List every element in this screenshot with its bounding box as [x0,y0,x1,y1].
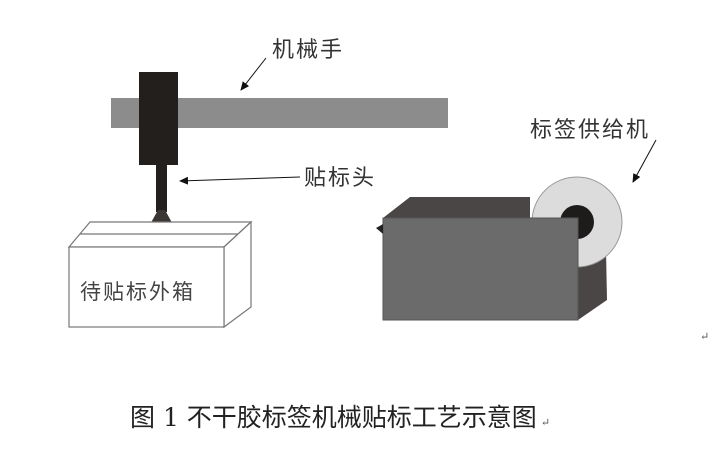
label-feeder-machine [376,176,623,321]
arrow-robot-arm [240,57,267,91]
label-head [134,72,187,238]
label-box: 待贴标外箱 [80,280,195,304]
label-robot-arm: 机械手 [272,38,345,63]
arrow-label-head [179,176,301,185]
return-mark: ↵ [540,416,551,429]
label-label-head: 贴标头 [304,166,377,191]
return-mark: ↵ [700,330,710,343]
figure-caption: 图 1 不干胶标签机械贴标工艺示意图↵ [130,403,551,432]
label-label-feeder: 标签供给机 [530,118,651,143]
carton-box [67,220,253,329]
arrow-label-feeder [632,139,657,183]
